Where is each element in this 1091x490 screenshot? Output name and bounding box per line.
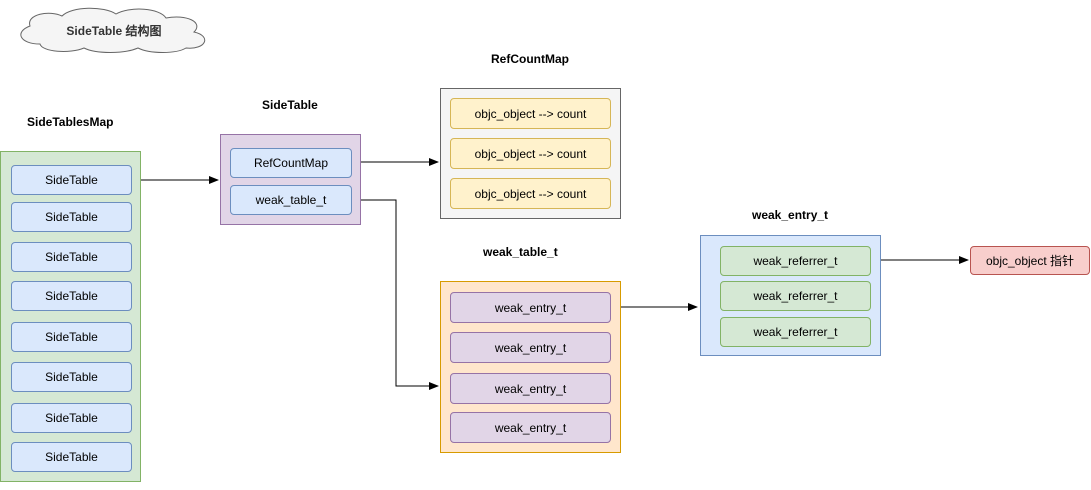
weak-table-title: weak_table_t: [483, 245, 558, 259]
sidetable-container: RefCountMap weak_table_t: [220, 134, 361, 225]
weak-table-entry[interactable]: weak_entry_t: [450, 412, 611, 443]
arrow-weaktable-to-weaktable: [351, 199, 439, 390]
refcountmap-entry[interactable]: objc_object --> count: [450, 138, 611, 169]
sidetablesmap-container: SideTable SideTable SideTable SideTable …: [0, 151, 141, 482]
objc-object-pointer-box[interactable]: objc_object 指针: [970, 246, 1090, 275]
sidetablesmap-item[interactable]: SideTable: [11, 322, 132, 352]
sidetable-refcountmap-item[interactable]: RefCountMap: [230, 148, 352, 178]
sidetablesmap-item[interactable]: SideTable: [11, 242, 132, 272]
sidetablesmap-item[interactable]: SideTable: [11, 281, 132, 311]
refcountmap-entry[interactable]: objc_object --> count: [450, 178, 611, 209]
sidetablesmap-title: SideTablesMap: [27, 115, 114, 129]
weak-entry-container: weak_referrer_t weak_referrer_t weak_ref…: [700, 235, 881, 356]
refcountmap-entry[interactable]: objc_object --> count: [450, 98, 611, 129]
cloud-title: SideTable 结构图: [66, 23, 162, 38]
weak-table-entry[interactable]: weak_entry_t: [450, 373, 611, 404]
weak-referrer-item[interactable]: weak_referrer_t: [720, 317, 871, 347]
weak-referrer-item[interactable]: weak_referrer_t: [720, 246, 871, 276]
sidetablesmap-item[interactable]: SideTable: [11, 165, 132, 195]
title-cloud-shape: [20, 7, 206, 53]
sidetablesmap-item[interactable]: SideTable: [11, 202, 132, 232]
sidetablesmap-item[interactable]: SideTable: [11, 403, 132, 433]
refcountmap-title: RefCountMap: [491, 52, 569, 66]
weak-table-entry[interactable]: weak_entry_t: [450, 292, 611, 323]
sidetable-weaktable-item[interactable]: weak_table_t: [230, 185, 352, 215]
sidetablesmap-item[interactable]: SideTable: [11, 442, 132, 472]
refcountmap-container: objc_object --> count objc_object --> co…: [440, 88, 621, 219]
weak-table-entry[interactable]: weak_entry_t: [450, 332, 611, 363]
weak-entry-title: weak_entry_t: [752, 208, 829, 222]
sidetable-title: SideTable: [262, 98, 318, 112]
weak-referrer-item[interactable]: weak_referrer_t: [720, 281, 871, 311]
sidetablesmap-item[interactable]: SideTable: [11, 362, 132, 392]
weak-table-container: weak_entry_t weak_entry_t weak_entry_t w…: [440, 281, 621, 453]
